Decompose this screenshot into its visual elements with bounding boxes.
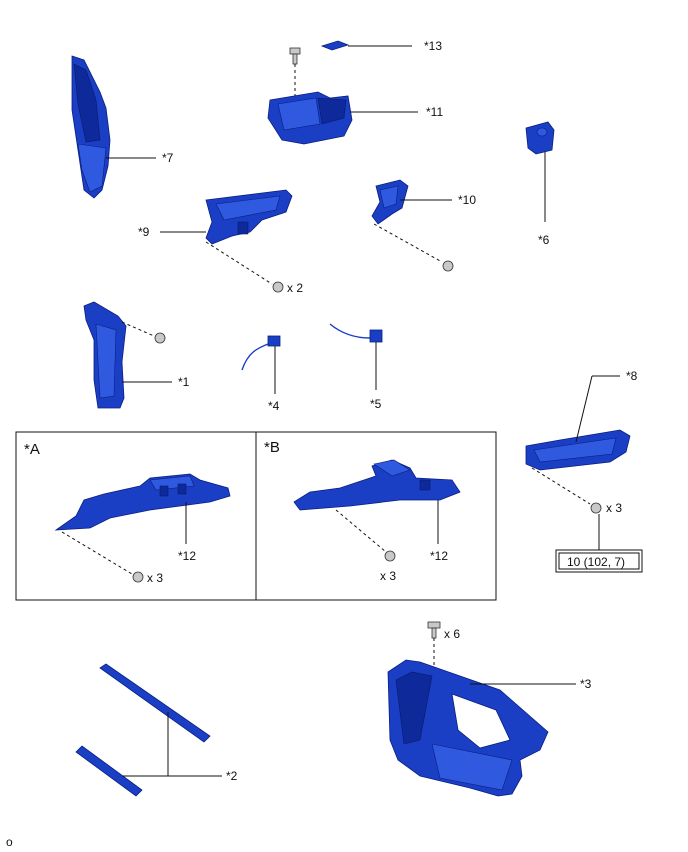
callout-9: *9	[138, 225, 150, 239]
part-1	[83, 301, 127, 409]
part-10	[371, 179, 409, 225]
callout-4: *4	[268, 399, 280, 413]
quantity-a: x 3	[147, 571, 163, 585]
torque-spec-box: 10 (102, 7)	[555, 549, 643, 573]
callout-12-b: *12	[430, 549, 448, 563]
part-4	[241, 335, 281, 371]
clip-9	[272, 281, 284, 293]
quantity-b: x 3	[380, 569, 396, 583]
part-6	[525, 121, 555, 155]
torque-spec: 10 (102, 7)	[567, 555, 625, 569]
quantity-9: x 2	[287, 281, 303, 295]
callout-10: *10	[458, 193, 476, 207]
bolt-3	[427, 621, 441, 639]
callout-11: *11	[426, 105, 443, 119]
part-3	[387, 659, 549, 797]
clip-1	[154, 332, 166, 344]
callout-6: *6	[538, 233, 550, 247]
callout-5: *5	[370, 397, 382, 411]
callout-12-a: *12	[178, 549, 196, 563]
part-11	[267, 91, 353, 145]
callout-2: *2	[226, 769, 238, 783]
part-8	[525, 429, 631, 471]
callout-13: *13	[424, 39, 442, 53]
callout-7: *7	[162, 151, 174, 165]
part-12-a	[54, 473, 231, 531]
quantity-3: x 6	[444, 627, 460, 641]
variant-label-a: *A	[24, 441, 40, 458]
part-5	[329, 323, 383, 343]
callout-1: *1	[178, 375, 190, 389]
part-7	[71, 55, 111, 199]
callout-8: *8	[626, 369, 638, 383]
callout-3: *3	[580, 677, 592, 691]
part-9	[205, 189, 293, 245]
bolt-11	[289, 47, 301, 65]
corner-mark: o	[6, 835, 13, 849]
clip-8	[590, 502, 602, 514]
part-13	[320, 40, 350, 51]
clip-12-a	[132, 571, 144, 583]
clip-10	[442, 260, 454, 272]
clip-12-b	[384, 550, 396, 562]
quantity-8: x 3	[606, 501, 622, 515]
variant-label-b: *B	[264, 439, 280, 456]
part-12-b	[293, 459, 461, 511]
part-2	[75, 663, 211, 797]
